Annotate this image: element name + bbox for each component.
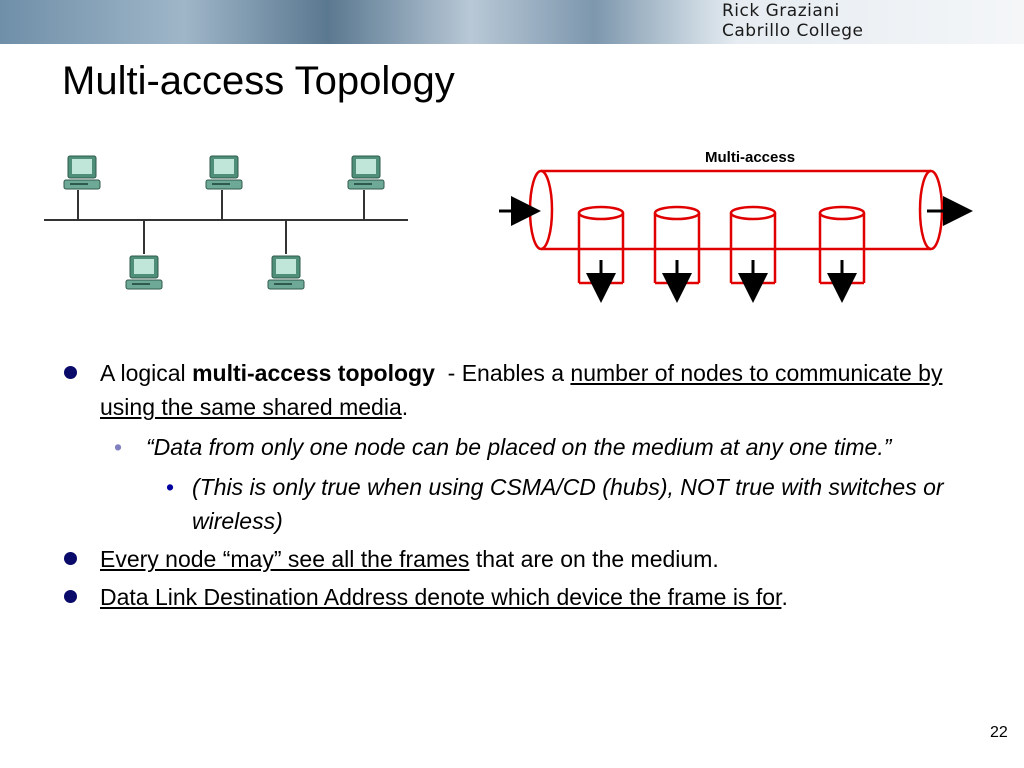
sub-bullet-item: • “Data from only one node can be placed…	[60, 430, 960, 464]
page-title: Multi-access Topology	[62, 59, 455, 103]
bullet-text: .	[401, 394, 409, 420]
pc-icon	[347, 155, 385, 220]
bullet-dot-icon: •	[166, 474, 175, 500]
bullet-item: A logical multi-access topology - Enable…	[60, 356, 960, 424]
quote-text: “Data from only one node can be placed o…	[146, 434, 892, 460]
bullet-text: A logical	[100, 360, 193, 386]
diagram-label: Multi-access	[705, 149, 795, 166]
bullet-text: .	[781, 584, 788, 610]
underlined-text: number of nodes to communicate by using …	[100, 360, 943, 420]
underlined-text: Data Link Destination Address denote whi…	[100, 584, 782, 610]
note-text: (This is only true when using CSMA/CD (h…	[192, 474, 944, 534]
bullet-dot-icon	[64, 366, 77, 379]
pc-icon	[205, 155, 243, 220]
bullet-item: Data Link Destination Address denote whi…	[60, 580, 960, 614]
author-name: Rick Graziani	[722, 1, 840, 21]
bullet-dot-icon: •	[114, 434, 123, 460]
author-credit: Rick Graziani Cabrillo College	[722, 1, 863, 41]
bullet-dot-icon	[64, 590, 77, 603]
multi-access-diagram: Multi-access	[499, 149, 973, 303]
pc-icon	[267, 220, 305, 290]
bus-topology-diagram	[44, 155, 408, 290]
header-banner: Rick Graziani Cabrillo College	[0, 0, 1024, 44]
bullet-text: - Enables a	[434, 360, 571, 386]
underlined-text: Every node “may” see all the frames	[100, 546, 470, 572]
bullet-text: that are on the medium.	[469, 546, 719, 572]
slide-number: 22	[990, 724, 1008, 741]
bullet-item: Every node “may” see all the frames that…	[60, 542, 960, 576]
pc-icon	[63, 155, 101, 220]
bullet-dot-icon	[64, 552, 77, 565]
sub-sub-bullet-item: • (This is only true when using CSMA/CD …	[60, 470, 960, 538]
college-name: Cabrillo College	[722, 21, 864, 41]
pc-icon	[125, 220, 163, 290]
bold-term: multi-access topology	[192, 360, 435, 386]
bullet-list: A logical multi-access topology - Enable…	[60, 356, 960, 616]
